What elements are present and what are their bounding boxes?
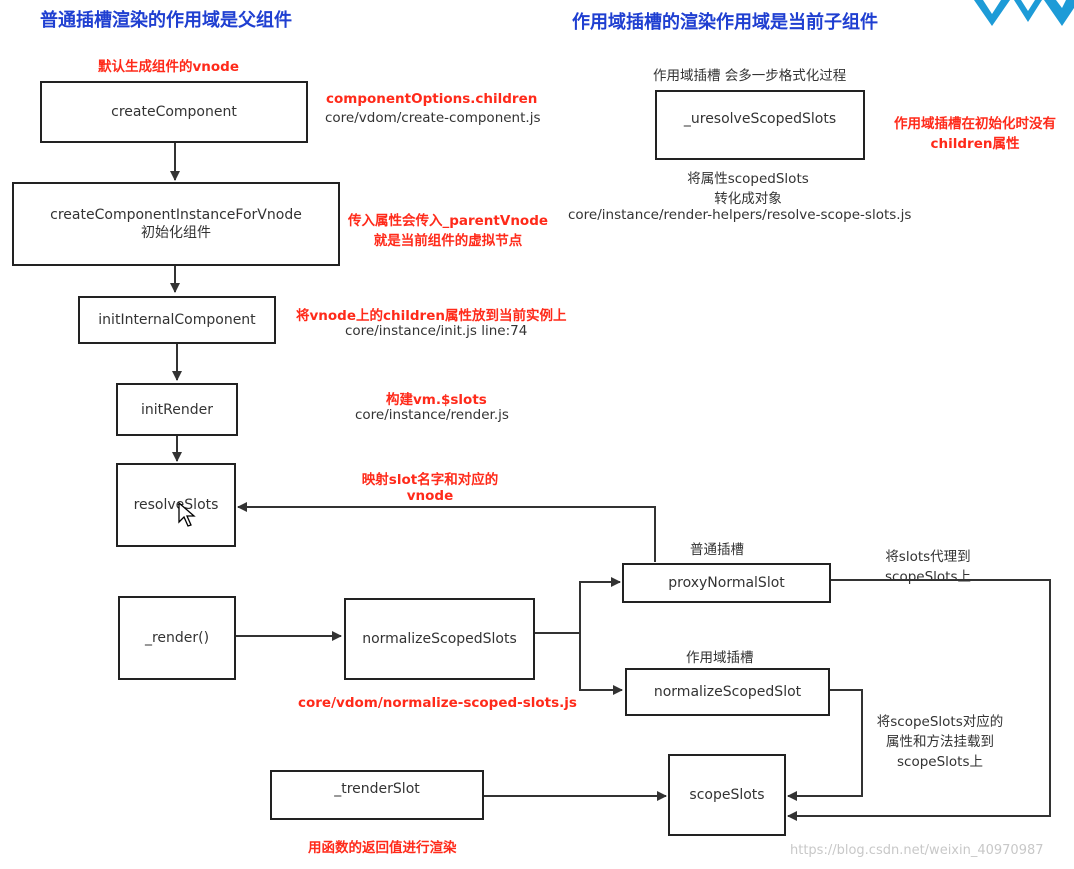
render-by-return-note: 用函数的返回值进行渲染 xyxy=(308,840,457,856)
normal-slot-label: 普通插槽 xyxy=(690,542,744,558)
proxy-normal-slot-label: proxyNormalSlot xyxy=(668,575,785,591)
mount-note: 将scopeSlots对应的 属性和方法挂载到 scopeSlots上 xyxy=(860,710,1020,770)
scope-slots-box: scopeSlots xyxy=(668,754,786,836)
mount-line2: 属性和方法挂载到 xyxy=(886,734,994,750)
resolve-file-note: core/instance/render-helpers/resolve-sco… xyxy=(568,207,912,223)
render-label: _render() xyxy=(144,630,210,646)
vue-logo-icon xyxy=(974,0,1074,26)
scoped-slot-label: 作用域插槽 xyxy=(686,650,754,666)
mount-line3: scopeSlots上 xyxy=(897,754,983,770)
normalize-scoped-slot-box: normalizeScopedSlot xyxy=(625,668,830,716)
init-render-box: initRender xyxy=(116,383,238,436)
convert-line2: 转化成对象 xyxy=(714,191,782,207)
normalize-scoped-slots-label: normalizeScopedSlots xyxy=(362,631,517,647)
normalize-file-note: core/vdom/normalize-scoped-slots.js xyxy=(298,695,577,711)
render-box: _render() xyxy=(118,596,236,680)
component-options-note: componentOptions.children xyxy=(326,91,538,107)
trender-slot-label: _trenderSlot xyxy=(334,781,420,797)
proxy-normal-slot-box: proxyNormalSlot xyxy=(622,563,831,603)
create-instance-label: createComponentInstanceForVnode xyxy=(50,207,302,223)
normalize-scoped-slot-label: normalizeScopedSlot xyxy=(653,684,802,700)
map-slot-line1: 映射slot名字和对应的 xyxy=(361,472,499,488)
init-file: core/instance/init.js line:74 xyxy=(345,323,528,339)
arrow-normalize-to-scoped-slot xyxy=(535,632,623,695)
arrow-proxy-to-resolve-slots xyxy=(237,502,656,562)
watermark: https://blog.csdn.net/weixin_40970987 xyxy=(790,843,1044,858)
proxy-to-line1: 将slots代理到 xyxy=(885,549,971,565)
mouse-cursor-icon xyxy=(178,502,196,527)
arrow-scoped-slot-to-scope-slots xyxy=(787,689,863,801)
resolve-slots-box: resolveSlots xyxy=(116,463,236,547)
default-vnode-note: 默认生成组件的vnode xyxy=(98,59,240,75)
convert-note: 将属性scopedSlots 转化成对象 xyxy=(668,167,828,207)
children-to-instance-note: 将vnode上的children属性放到当前实例上 xyxy=(296,308,567,324)
render-file: core/instance/render.js xyxy=(355,407,509,423)
map-slot-line2: vnode xyxy=(406,488,454,504)
uresolve-scoped-slots-label: _uresolveScopedSlots xyxy=(683,111,837,127)
normalize-scoped-slots-box: normalizeScopedSlots xyxy=(344,598,535,680)
format-process-note: 作用域插槽 会多一步格式化过程 xyxy=(653,68,847,84)
create-instance-box: createComponentInstanceForVnode 初始化组件 xyxy=(12,182,340,266)
trender-slot-box: _trenderSlot xyxy=(270,770,484,820)
init-render-label: initRender xyxy=(141,401,213,418)
convert-line1: 将属性scopedSlots xyxy=(687,171,809,187)
map-slot-note: 映射slot名字和对应的 vnode xyxy=(330,468,530,504)
parent-vnode-note: 传入属性会传入_parentVnode 就是当前组件的虚拟节点 xyxy=(338,209,558,249)
no-children-line2: children属性 xyxy=(930,136,1020,152)
uresolve-scoped-slots-box: _uresolveScopedSlots xyxy=(655,90,865,160)
init-internal-component-box: initInternalComponent xyxy=(78,296,276,344)
no-children-note: 作用域插槽在初始化时没有 children属性 xyxy=(880,112,1070,152)
left-title: 普通插槽渲染的作用域是父组件 xyxy=(40,10,292,31)
arrow-proxy-to-scope-slots xyxy=(787,579,1051,821)
create-component-box: createComponent xyxy=(40,81,308,143)
scope-slots-label: scopeSlots xyxy=(689,787,765,803)
parent-vnode-line2: 就是当前组件的虚拟节点 xyxy=(373,233,523,249)
init-internal-component-label: initInternalComponent xyxy=(98,312,256,328)
proxy-to-line2: scopeSlots上 xyxy=(885,569,971,585)
right-title: 作用域插槽的渲染作用域是当前子组件 xyxy=(572,12,878,33)
mount-line1: 将scopeSlots对应的 xyxy=(876,714,1004,730)
build-slots-note: 构建vm.$slots xyxy=(386,392,487,408)
create-component-file: core/vdom/create-component.js xyxy=(325,110,541,126)
parent-vnode-line1: 传入属性会传入_parentVnode xyxy=(347,213,549,229)
proxy-to-note: 将slots代理到 scopeSlots上 xyxy=(868,545,988,585)
create-instance-sublabel: 初始化组件 xyxy=(140,225,211,241)
resolve-slots-label: resolveSlots xyxy=(133,497,219,513)
arrow-normalize-to-proxy xyxy=(535,577,621,634)
no-children-line1: 作用域插槽在初始化时没有 xyxy=(894,116,1056,132)
create-component-label: createComponent xyxy=(111,104,237,120)
